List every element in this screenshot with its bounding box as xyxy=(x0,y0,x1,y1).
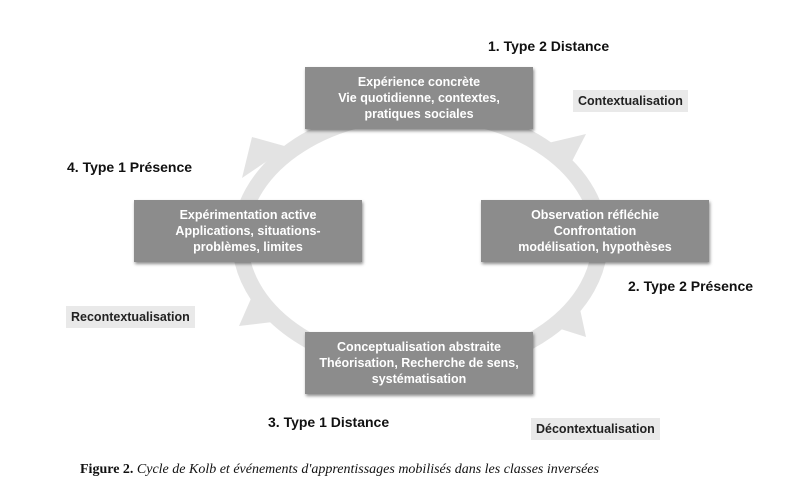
box-right-line-1: Observation réfléchie xyxy=(531,208,659,222)
box-bottom-line-2: Théorisation, Recherche de sens, xyxy=(319,356,519,370)
box-left-line-1: Expérimentation active xyxy=(179,208,317,222)
figure-caption: Figure 2. Cycle de Kolb et événements d'… xyxy=(80,462,599,478)
cycle-arrowhead-bottom-left xyxy=(239,285,281,326)
cycle-arrowhead-top-right xyxy=(548,134,586,173)
box-top-line-3: pratiques sociales xyxy=(364,107,474,121)
figure-caption-text: Cycle de Kolb et événements d'apprentiss… xyxy=(136,462,599,477)
box-bottom-line-1: Conceptualisation abstraite xyxy=(337,340,501,354)
box-conceptualisation-abstraite: Conceptualisation abstraite Théorisation… xyxy=(305,332,533,394)
cycle-arrowhead-bottom-right xyxy=(548,295,586,337)
cycle-arrowhead-top-left xyxy=(242,137,288,178)
box-top-line-2: Vie quotidienne, contextes, xyxy=(338,91,500,105)
tag-contextualisation: Contextualisation xyxy=(573,90,688,112)
box-right-line-2: Confrontation xyxy=(553,224,637,238)
box-observation-reflechie: Observation réfléchie Confrontation modé… xyxy=(481,200,709,262)
type-label-4: 4. Type 1 Présence xyxy=(67,159,193,175)
box-left-line-3: problèmes, limites xyxy=(193,240,303,254)
box-experimentation-active: Expérimentation active Applications, sit… xyxy=(134,200,362,262)
figure-label: Figure 2. xyxy=(80,462,134,477)
type-label-1: 1. Type 2 Distance xyxy=(488,38,610,54)
tag-decontextualisation: Décontextualisation xyxy=(531,418,660,440)
tag-recontextualisation: Recontextualisation xyxy=(66,306,195,328)
box-left-line-2: Applications, situations- xyxy=(175,224,321,238)
box-experience-concrete: Expérience concrète Vie quotidienne, con… xyxy=(305,67,533,129)
type-label-2: 2. Type 2 Présence xyxy=(628,278,754,294)
box-right-line-3: modélisation, hypothèses xyxy=(518,240,672,254)
box-bottom-line-3: systématisation xyxy=(371,372,467,386)
box-top-line-1: Expérience concrète xyxy=(357,75,481,89)
type-label-3: 3. Type 1 Distance xyxy=(268,414,390,430)
